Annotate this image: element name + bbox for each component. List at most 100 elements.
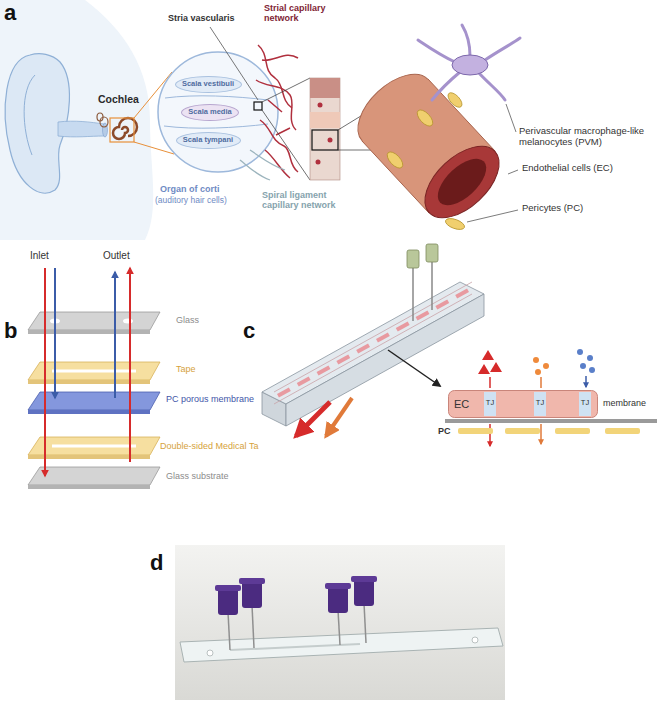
tissue-strip-part xyxy=(316,160,321,165)
cell-mark xyxy=(436,301,448,308)
cell-label: Perivascular macrophage-like melanocytes… xyxy=(519,126,657,148)
barrier-schematic-part xyxy=(585,376,587,387)
endothelial-layer: EC xyxy=(448,390,598,418)
layer-stack-part xyxy=(28,392,160,410)
cochlea-section xyxy=(158,27,310,180)
layer-stack-part xyxy=(28,380,150,384)
port-label: Inlet xyxy=(30,250,49,262)
ear-illustration-part xyxy=(113,118,137,139)
leader-line xyxy=(508,170,518,174)
junction-label: TJ xyxy=(581,399,589,408)
ear-illustration xyxy=(0,0,174,240)
tissue-strip-part xyxy=(310,78,340,98)
barrier-schematic-part xyxy=(533,357,539,363)
scala-chamber: Scala tympani xyxy=(176,132,241,149)
cell-label: PC xyxy=(438,426,451,436)
tissue-strip-part xyxy=(310,78,340,180)
luer-connector-part xyxy=(252,605,254,648)
tissue-strip-part xyxy=(312,130,338,150)
pericyte xyxy=(385,149,406,170)
barrier-schematic-part xyxy=(580,363,586,369)
structure-label: Strial capillary network xyxy=(264,3,354,24)
capillary-network-part xyxy=(260,120,298,172)
pvm-cell-part xyxy=(432,72,460,100)
cell-mark xyxy=(337,356,349,363)
layer-stack-part xyxy=(28,485,150,489)
barrier-schematic-part xyxy=(543,363,549,369)
pericyte xyxy=(415,107,436,128)
pvm-cell-part xyxy=(462,25,470,56)
chip-device-part xyxy=(407,250,419,268)
chip-device-part xyxy=(431,262,433,310)
port-label: Outlet xyxy=(103,250,130,262)
luer-connector-part xyxy=(215,585,241,591)
membrane-line xyxy=(445,419,657,423)
cochlea-section-part xyxy=(165,96,268,100)
flow-arrow xyxy=(54,268,56,398)
layer-stack xyxy=(28,268,160,489)
layer-label: Glass xyxy=(176,315,199,325)
barrier-schematic-part xyxy=(589,367,595,373)
barrier-schematic-part xyxy=(555,428,590,434)
capillary-network-part xyxy=(265,150,290,178)
cell-mark xyxy=(357,345,369,352)
cell-mark xyxy=(318,367,330,374)
luer-connector-part xyxy=(239,578,265,584)
chip-device-part xyxy=(412,268,414,321)
tight-junction xyxy=(579,392,591,416)
cochlea-section-part xyxy=(158,52,278,172)
cell-body xyxy=(449,391,598,418)
panel-letter: b xyxy=(4,318,17,343)
barrier-schematic-part xyxy=(478,364,490,374)
barrier-schematic-part xyxy=(540,424,542,444)
barrier-schematic-part xyxy=(587,355,593,361)
node-text: EC xyxy=(448,390,598,418)
cell-mark xyxy=(456,290,468,297)
zoom-marker xyxy=(254,102,262,110)
flow-arrow xyxy=(114,272,116,398)
chip-device-part xyxy=(262,282,484,404)
panel-letter: c xyxy=(243,318,255,343)
scala-chamber: Scala media xyxy=(181,104,239,121)
node-text: Scala tympani xyxy=(183,136,233,145)
layer-label: Tape xyxy=(176,364,196,374)
barrier-schematic-part xyxy=(505,428,540,434)
capillary-vessel-part xyxy=(428,79,495,151)
chip-device-part xyxy=(274,282,472,392)
ear-illustration-part xyxy=(58,121,104,137)
layer-stack-part xyxy=(28,330,150,334)
tight-junction xyxy=(484,392,496,416)
tissue-strip-part xyxy=(338,150,372,151)
structure-note: (auditory hair cells) xyxy=(155,196,227,206)
layer-stack-part xyxy=(52,445,136,448)
luer-connector-part xyxy=(351,576,377,582)
pvm-cell-part xyxy=(478,72,505,100)
layer-stack-part xyxy=(28,410,150,414)
junction-label: TJ xyxy=(486,399,494,408)
node-text: Scala vestibuli xyxy=(182,80,234,89)
panel-letter: d xyxy=(150,550,163,575)
barrier-schematic-part xyxy=(577,349,583,355)
layer-stack-part xyxy=(28,437,160,455)
flow-arrow xyxy=(129,268,131,462)
cell-mark xyxy=(417,312,429,319)
tissue-strip-part xyxy=(328,138,333,143)
zoom-line xyxy=(262,78,310,102)
layer-stack-part xyxy=(28,362,160,380)
cell-mark xyxy=(298,378,310,385)
leader-line xyxy=(506,104,516,132)
ligament-capillaries-part xyxy=(240,160,270,180)
luer-connector-part xyxy=(364,603,366,643)
tight-junction xyxy=(534,392,546,416)
ligament-capillaries-part xyxy=(250,150,285,170)
cell-label: Pericytes (PC) xyxy=(522,203,583,214)
ear-illustration-part xyxy=(100,117,108,127)
barrier-schematic xyxy=(445,349,657,446)
layer-label: Glass substrate xyxy=(166,471,229,481)
flow-arrow xyxy=(44,268,46,476)
structure-label: Organ of corti xyxy=(160,184,220,194)
device-photo-part xyxy=(207,650,213,656)
